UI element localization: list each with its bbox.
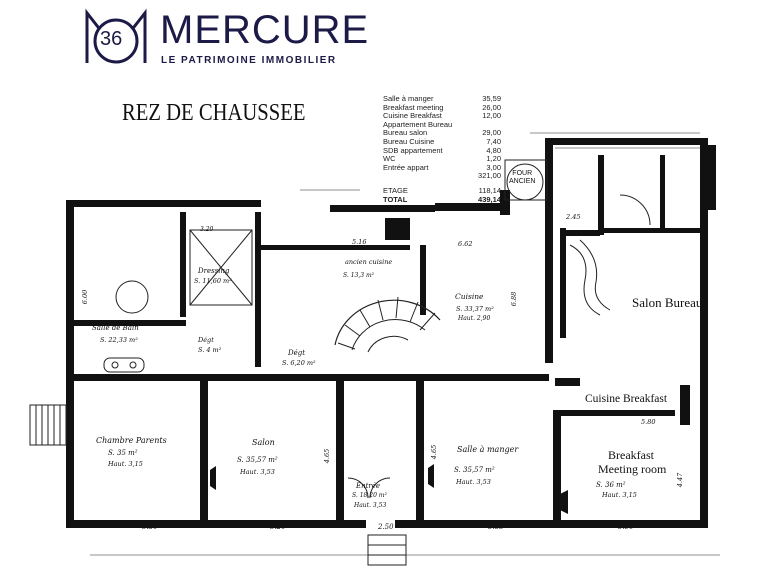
dim-label: 6.00 — [81, 289, 90, 305]
cuisine-height: Haut. 2,90 — [458, 315, 491, 322]
salon-height: Haut. 3,53 — [240, 468, 275, 476]
hall-area: S. 4 m² — [198, 346, 222, 354]
mercure-logo — [85, 8, 147, 64]
area-row: Appartement Bureau — [383, 119, 453, 129]
entree-height: Haut. 3,53 — [354, 502, 387, 509]
salon-area: S. 35,57 m² — [237, 456, 278, 464]
dim-label: 5.80 — [641, 418, 656, 426]
room-breakfast: Breakfast — [608, 448, 654, 462]
salle-height: Haut. 3,53 — [456, 478, 491, 486]
salle-area: S. 35,57 m² — [454, 466, 495, 474]
room-cuisine-breakfast: Cuisine Breakfast — [585, 393, 668, 405]
entree-area: S. 18,20 m² — [352, 492, 387, 499]
brand-name: MERCURE — [160, 8, 370, 52]
dim-label: 3.20 — [200, 226, 214, 233]
room-chambre: Chambre Parents — [96, 436, 167, 445]
dim-label: 5.20 — [270, 523, 286, 531]
plan-title: REZ DE CHAUSSEE — [122, 100, 306, 126]
dim-label: 5.85 — [488, 523, 504, 531]
room-degt: Dégt — [288, 349, 306, 357]
breakfast-height: Haut. 3,15 — [602, 491, 637, 499]
room-salle-a-manger: Salle à manger — [457, 445, 519, 454]
chambre-area: S. 35 m² — [108, 449, 138, 457]
room-ancienne-cuisine: ancien cuisine — [345, 258, 393, 266]
area-subtotal: 321,00 — [478, 171, 501, 181]
room-salon-bureau: Salon Bureau — [632, 295, 703, 310]
dim-label: 4.47 — [676, 472, 685, 488]
dim-label: 4.65 — [430, 444, 439, 460]
brand-tagline: LE PATRIMOINE IMMOBILIER — [161, 55, 337, 66]
room-salle-de-bain: Salle de Bain — [92, 324, 139, 332]
room-salon: Salon — [252, 438, 275, 447]
degt-area: S. 6,20 m² — [282, 359, 316, 367]
breakfast-area: S. 36 m² — [596, 481, 626, 489]
room-four-ancien: FOUR ANCIEN — [509, 170, 536, 185]
room-meeting-room: Meeting room — [598, 462, 667, 476]
room-cuisine: Cuisine — [455, 292, 484, 301]
dim-label: 6.88 — [510, 291, 519, 307]
chambre-height: Haut. 3,15 — [108, 460, 143, 468]
room-dressing: Dressing — [198, 267, 230, 275]
dim-label: 2.50 — [378, 523, 394, 531]
dim-label: 5.16 — [352, 238, 367, 246]
ancienne-cuisine-area: S. 13,3 m² — [343, 272, 375, 279]
bain-area: S. 22,33 m² — [100, 336, 138, 344]
room-entree: Entrée — [356, 482, 381, 490]
dim-label: 6.62 — [458, 240, 473, 248]
logo-number: 36 — [100, 28, 123, 50]
room-hall: Dégt — [198, 336, 214, 344]
dim-label: 5.90 — [618, 523, 634, 531]
dressing-area: S. 11,60 m² — [194, 277, 232, 285]
dim-label: 4.65 — [323, 448, 332, 464]
dim-label: 2.45 — [566, 213, 581, 221]
cuisine-area: S. 33,37 m² — [456, 305, 494, 313]
dim-label: 5.30 — [142, 523, 158, 531]
